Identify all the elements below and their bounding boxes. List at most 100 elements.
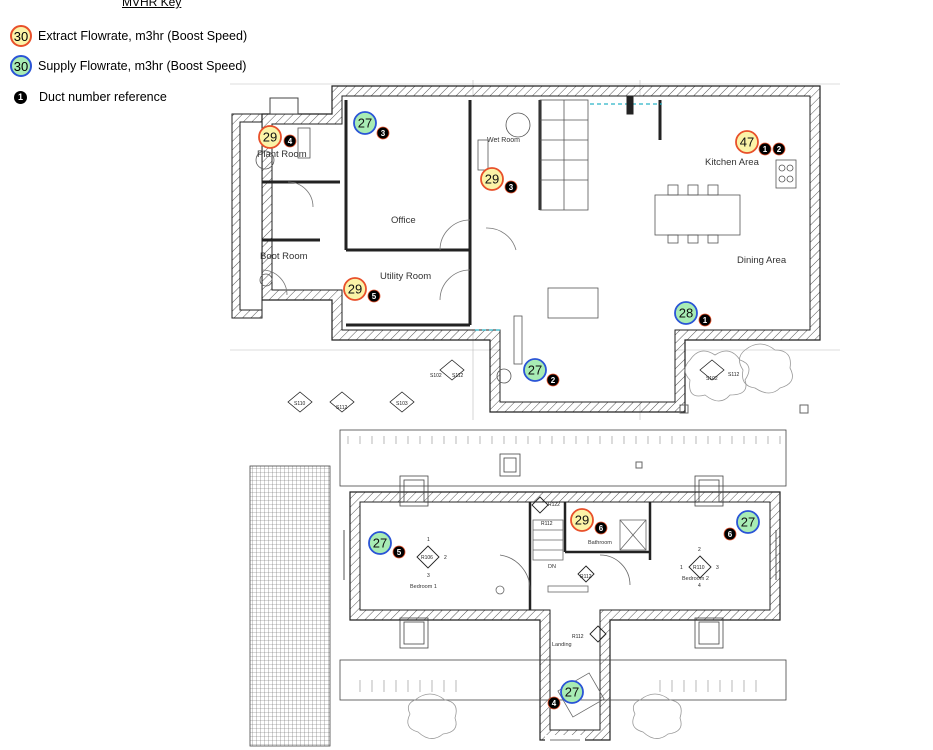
flow-value: 27 xyxy=(741,515,755,530)
key-duct-row: 1 Duct number reference xyxy=(10,90,167,104)
key-extract-row: 30 Extract Flowrate, m3hr (Boost Speed) xyxy=(10,25,247,47)
room-label-dn: DN xyxy=(548,564,556,570)
marker-n4: 2 xyxy=(698,547,701,553)
section-markers: S110 S112 S103 S102 S112 S102 S112 xyxy=(287,359,740,413)
marker-n3: 3 xyxy=(427,573,430,579)
duct-number: 1 xyxy=(763,145,768,154)
room-ref-r112b: R112 xyxy=(572,634,584,640)
duct-number: 6 xyxy=(728,530,733,539)
room-label-landing: Landing xyxy=(552,642,572,648)
extract-flow-badge xyxy=(480,167,504,191)
supply-callout: 28 1 xyxy=(674,301,712,327)
room-ref-r106: R106 xyxy=(421,555,433,561)
duct-number: 5 xyxy=(397,548,402,557)
key-supply-row: 30 Supply Flowrate, m3hr (Boost Speed) xyxy=(10,55,246,77)
duct-number-dot xyxy=(698,313,712,327)
section-ref-s112: S112 xyxy=(336,405,348,411)
duct-number-dot xyxy=(367,289,381,303)
supply-callout: 27 3 xyxy=(353,111,390,140)
supply-flow-badge xyxy=(523,358,547,382)
marker-n1: 1 xyxy=(427,537,430,543)
extract-flow-badge xyxy=(735,130,759,154)
room-label-wet-room: Wet Room xyxy=(487,137,520,144)
room-label-office: Office xyxy=(391,215,416,226)
key-title: MVHR Key xyxy=(122,0,182,9)
duct-number-dot xyxy=(772,142,786,156)
flow-value: 27 xyxy=(528,363,542,378)
flow-value: 27 xyxy=(373,536,387,551)
extract-callout: 29 6 xyxy=(570,508,608,535)
duct-number-dot xyxy=(758,142,772,156)
flow-value: 47 xyxy=(740,135,754,150)
room-label-plant-room: Plant Room xyxy=(257,149,307,160)
marker-n5: 3 xyxy=(716,565,719,571)
marker-n7: 1 xyxy=(680,565,683,571)
section-ref-s102b: S102 xyxy=(706,376,718,382)
supply-callout: 27 5 xyxy=(368,531,406,559)
supply-flow-badge xyxy=(674,301,698,325)
key-duct-dot: 1 xyxy=(14,90,27,104)
duct-number: 3 xyxy=(381,129,386,138)
key-supply-label: Supply Flowrate, m3hr (Boost Speed) xyxy=(38,59,247,73)
supply-callout: 27 2 xyxy=(523,358,560,387)
room-label-utility-room: Utility Room xyxy=(380,271,431,282)
first-floor xyxy=(249,429,787,747)
first-floor-markers xyxy=(416,496,712,643)
room-label-bedroom2: Bedroom 2 xyxy=(682,576,709,582)
flow-value: 27 xyxy=(565,685,579,700)
section-ref-s112b: S112 xyxy=(452,373,464,379)
key-duct-label: Duct number reference xyxy=(39,90,167,104)
duct-number: 2 xyxy=(551,376,556,385)
key-supply-badge: 30 xyxy=(10,55,32,77)
room-label-dining-area: Dining Area xyxy=(737,255,787,266)
duct-number-dot xyxy=(546,373,560,387)
duct-number-dot xyxy=(376,126,390,140)
flow-value: 27 xyxy=(358,116,372,131)
room-label-kitchen-area: Kitchen Area xyxy=(705,157,760,168)
roof-tiles xyxy=(249,465,331,747)
extract-flow-badge xyxy=(258,125,282,149)
supply-flow-badge xyxy=(368,531,392,555)
room-label-bedroom1: Bedroom 1 xyxy=(410,584,437,590)
room-ref-r112c: R112 xyxy=(541,521,553,527)
ground-floor xyxy=(230,80,840,469)
duct-number: 1 xyxy=(703,316,708,325)
extract-flow-badge xyxy=(343,277,367,301)
room-ref-r112a: R112 xyxy=(580,574,592,580)
flow-value: 29 xyxy=(575,513,589,528)
flow-value: 29 xyxy=(485,172,499,187)
duct-number-dot xyxy=(547,696,561,710)
duct-number: 4 xyxy=(552,699,557,708)
extract-callout: 29 3 xyxy=(480,167,518,194)
duct-number-dot xyxy=(594,521,608,535)
duct-number-dot xyxy=(723,527,737,541)
section-ref-s112c: S112 xyxy=(728,372,740,378)
key-extract-badge: 30 xyxy=(10,25,32,47)
marker-n6: 4 xyxy=(698,583,701,589)
key-extract-label: Extract Flowrate, m3hr (Boost Speed) xyxy=(38,29,248,43)
room-label-bathroom: Bathroom xyxy=(588,540,612,546)
supply-callout: 27 6 xyxy=(723,510,760,541)
extract-flow-badge xyxy=(570,508,594,532)
section-ref-s103: S103 xyxy=(396,401,408,407)
supply-callout: 27 4 xyxy=(547,680,584,710)
room-label-boot-room: Boot Room xyxy=(260,251,308,262)
room-ref-r110: R110 xyxy=(693,565,705,571)
supply-flow-badge xyxy=(353,111,377,135)
duct-number: 6 xyxy=(599,524,604,533)
supply-flow-badge xyxy=(560,680,584,704)
duct-number: 3 xyxy=(509,183,514,192)
duct-number-dot xyxy=(392,545,406,559)
duct-number-dot xyxy=(504,180,518,194)
duct-number-dot xyxy=(283,134,297,148)
marker-n2: 2 xyxy=(444,555,447,561)
flow-value: 28 xyxy=(679,306,693,321)
supply-flow-badge xyxy=(736,510,760,534)
section-ref-s110: S110 xyxy=(294,401,306,407)
duct-number: 2 xyxy=(777,145,782,154)
room-ref-r122: R122 xyxy=(548,502,560,508)
